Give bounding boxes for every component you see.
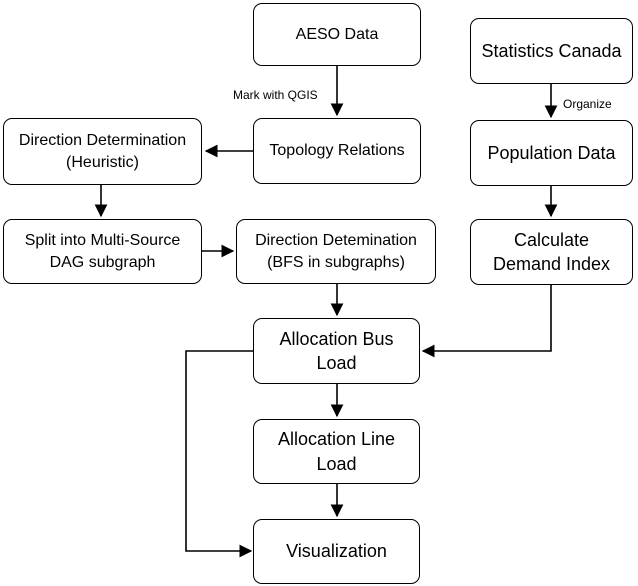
node-demand-index-label: Calculate Demand Index [492,229,611,274]
node-direction-heuristic: Direction Determination (Heuristic) [3,118,202,185]
node-direction-bfs-label: Direction Detemination (BFS in subgraphs… [255,231,417,271]
edge-label-mark-with-qgis: Mark with QGIS [233,88,318,102]
node-population-data-label: Population Data [487,142,616,163]
node-allocation-bus-load: Allocation Bus Load [253,318,420,384]
node-statistics-canada: Statistics Canada [470,18,633,84]
node-topology-relations: Topology Relations [253,118,421,184]
node-allocation-bus-load-label: Allocation Bus Load [279,328,394,373]
node-split-dag-label: Split into Multi-Source DAG subgraph [24,231,181,271]
node-demand-index: Calculate Demand Index [470,219,633,285]
node-aeso-data-label: AESO Data [295,25,379,43]
node-aeso-data: AESO Data [253,3,421,66]
node-visualization: Visualization [253,519,420,584]
edge-label-organize: Organize [563,97,612,111]
edge-demand-to-bus [421,285,552,358]
node-population-data: Population Data [470,120,633,186]
node-allocation-line-load-label: Allocation Line Load [277,429,396,474]
node-allocation-line-load: Allocation Line Load [253,419,420,484]
node-statistics-canada-label: Statistics Canada [481,40,622,61]
node-direction-heuristic-label: Direction Determination (Heuristic) [18,131,187,171]
node-split-dag: Split into Multi-Source DAG subgraph [3,219,202,284]
node-visualization-label: Visualization [286,541,387,562]
node-direction-bfs: Direction Detemination (BFS in subgraphs… [236,219,436,284]
node-topology-relations-label: Topology Relations [269,142,405,160]
edge-bus-to-visualization [185,350,253,558]
